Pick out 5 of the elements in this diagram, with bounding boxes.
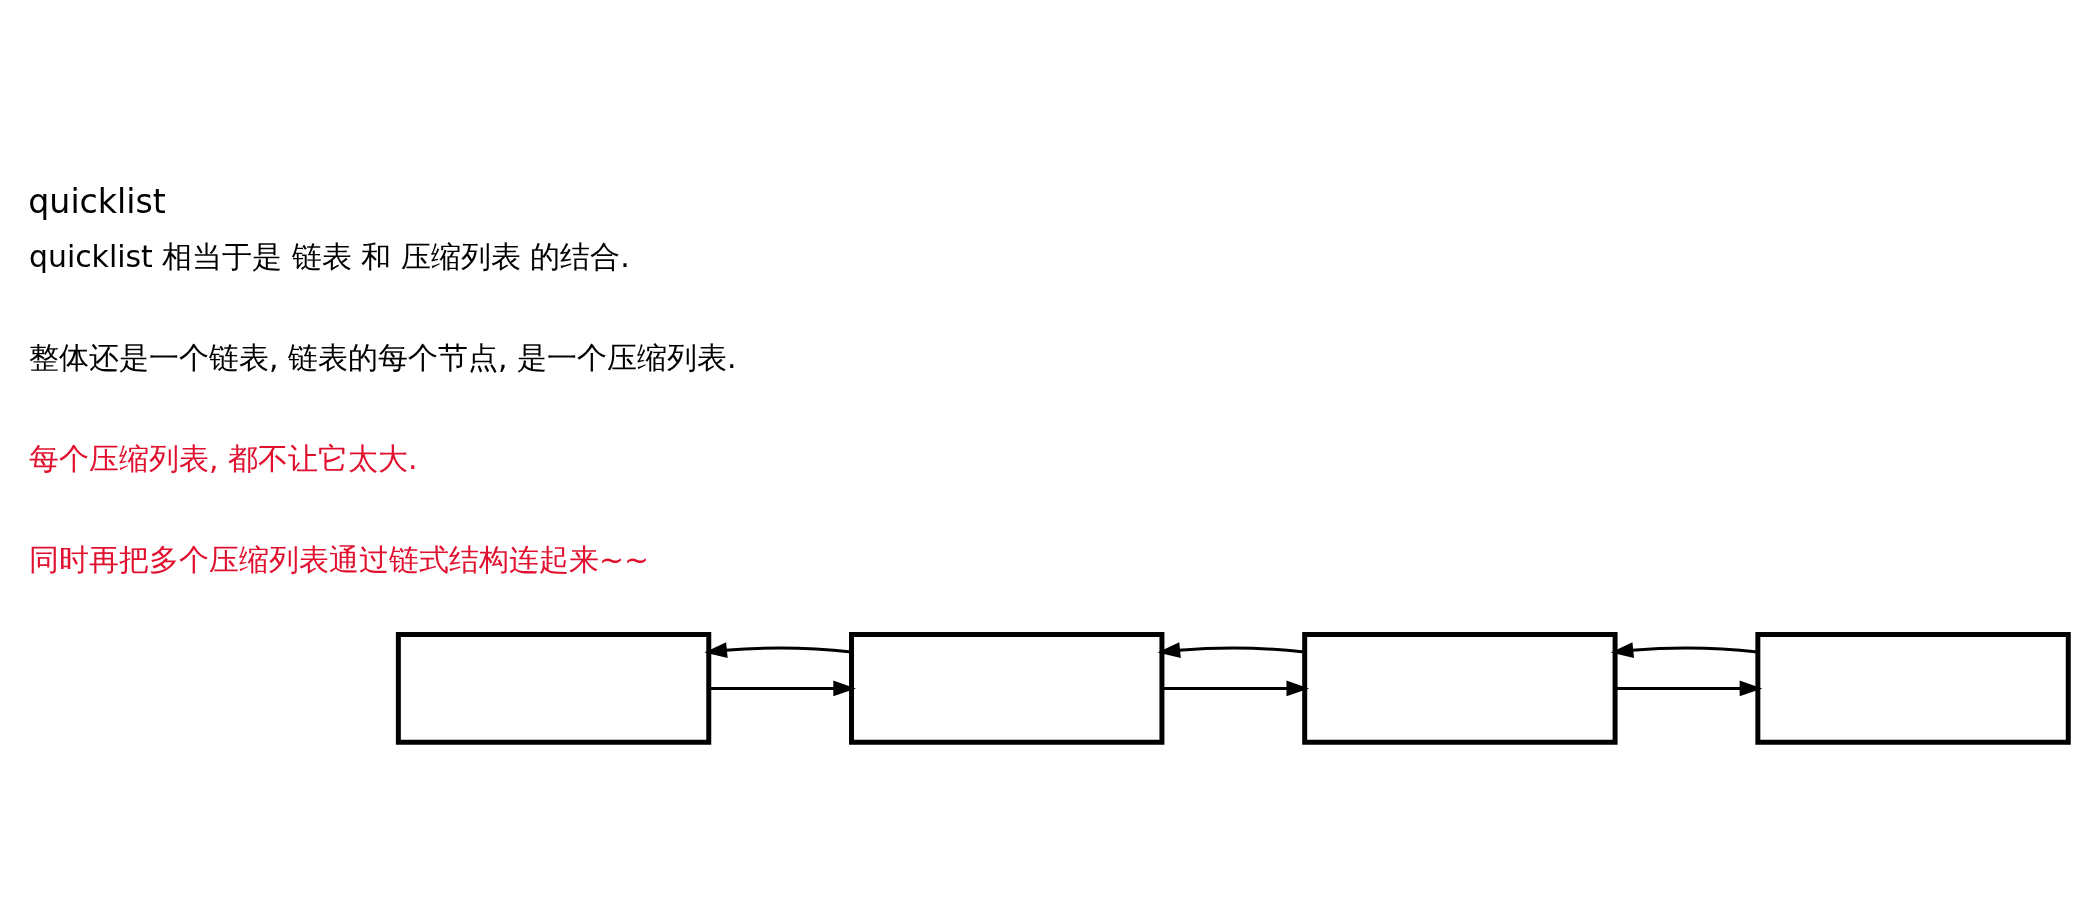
label: quicklist 相当于是 链表 和 压缩列表 的结合.	[29, 238, 630, 274]
label: 每个压缩列表, 都不让它太大.	[29, 441, 418, 477]
diagram-title: quicklist	[28, 181, 166, 221]
label: 同时再把多个压缩列表通过链式结构连起来~~	[29, 542, 650, 578]
label: 整体还是一个链表, 链表的每个节点, 是一个压缩列表.	[29, 339, 737, 375]
